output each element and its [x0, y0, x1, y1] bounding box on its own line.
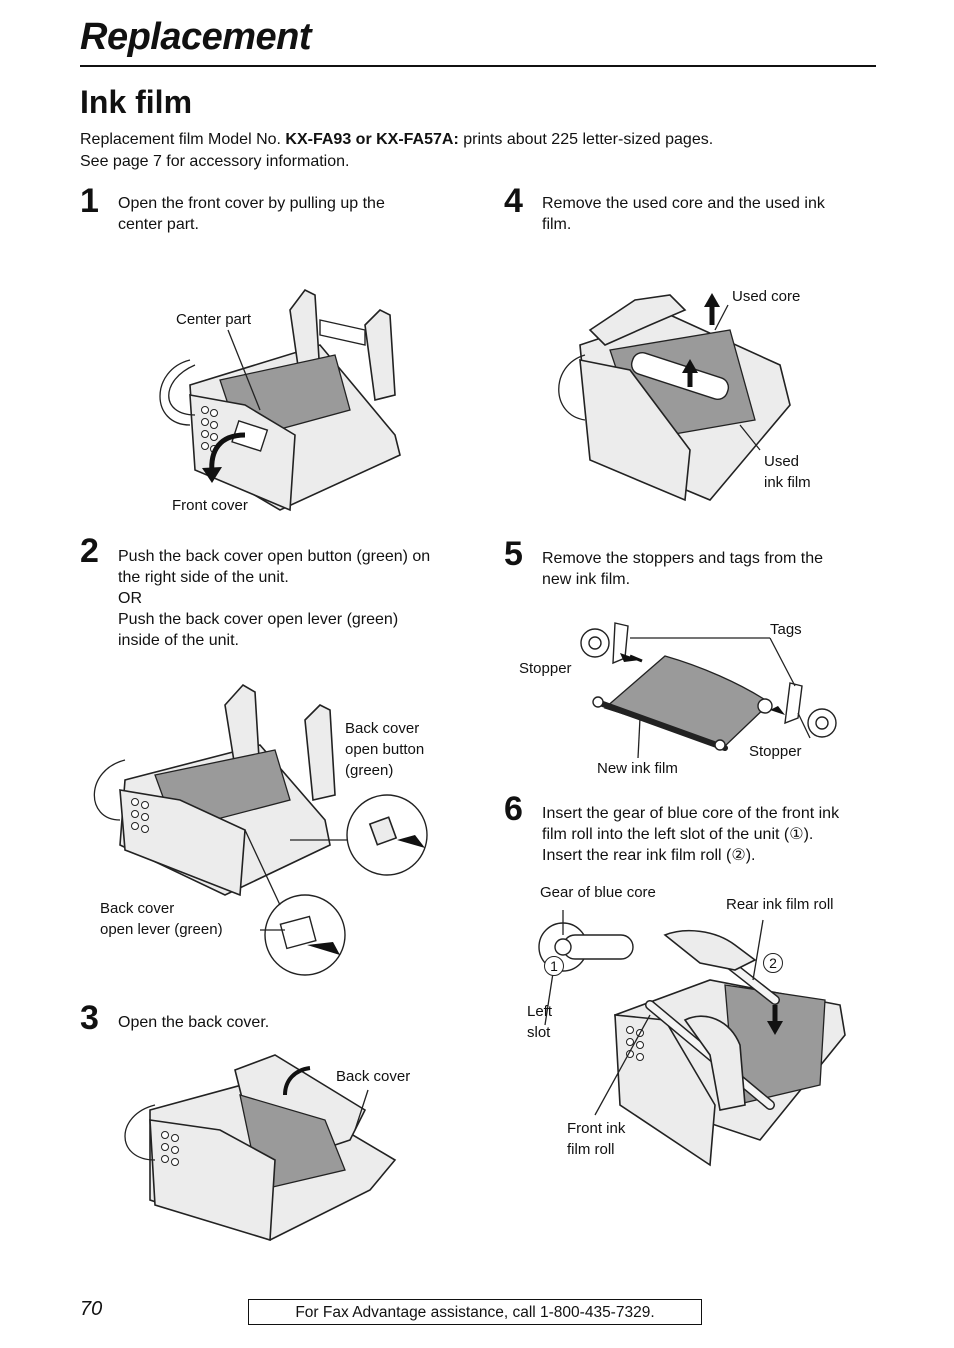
label-line: Back cover	[345, 720, 420, 737]
step-6-line: Insert the rear ink film roll (②).	[542, 847, 756, 864]
title-rule	[80, 65, 876, 67]
label-front-ink-film-roll: Front ink film roll	[567, 1118, 625, 1160]
label-line: ink film	[764, 474, 811, 491]
label-line: (green)	[345, 762, 394, 779]
step-5-number: 5	[504, 535, 523, 573]
step-3-number: 3	[80, 999, 99, 1037]
label-stopper-left: Stopper	[519, 660, 572, 677]
step-2-line: Push the back cover open lever (green)	[118, 611, 399, 628]
intro-line-2: See page 7 for accessory information.	[80, 153, 350, 170]
label-line: Used	[764, 453, 800, 470]
step-4-text: Remove the used core and the used ink fi…	[542, 193, 825, 235]
label-used-core: Used core	[732, 288, 801, 305]
intro-text: Replacement film Model No. KX-FA93 or KX…	[80, 129, 713, 173]
step-6-number: 6	[504, 790, 523, 828]
page-title: Replacement	[80, 16, 312, 58]
step-3-text: Open the back cover.	[118, 1012, 269, 1033]
fax-open-back-cover-illustration	[124, 1054, 397, 1242]
label-stopper-right: Stopper	[749, 743, 802, 760]
section-title: Ink film	[80, 84, 193, 120]
step-4-line: film.	[542, 216, 572, 233]
intro-suffix: prints about 225 letter-sized pages.	[458, 131, 714, 148]
footer-assistance: For Fax Advantage assistance, call 1-800…	[248, 1299, 702, 1325]
fax-back-cover-button-illustration	[93, 683, 428, 976]
step-2-text: Push the back cover open button (green) …	[118, 546, 430, 651]
step-1-line: Open the front cover by pulling up the	[118, 195, 385, 212]
step-5-text: Remove the stoppers and tags from the ne…	[542, 548, 823, 590]
label-line: open button	[345, 741, 425, 758]
step-1-number: 1	[80, 182, 99, 220]
step-4-line: Remove the used core and the used ink	[542, 195, 825, 212]
step-6-text: Insert the gear of blue core of the fron…	[542, 803, 839, 866]
new-ink-film-illustration	[580, 622, 837, 759]
marker-1: 1	[544, 956, 564, 976]
label-new-ink-film: New ink film	[597, 760, 678, 777]
label-used-ink-film: Used ink film	[764, 451, 811, 493]
step-3-line: Open the back cover.	[118, 1014, 270, 1031]
step-2-number: 2	[80, 532, 99, 570]
step-2-line: the right side of the unit.	[118, 569, 289, 586]
step-2-line: OR	[118, 590, 142, 607]
intro-model: KX-FA93 or KX-FA57A:	[285, 131, 459, 148]
label-line: open lever (green)	[100, 921, 223, 938]
label-line: slot	[527, 1024, 551, 1041]
label-line: Front ink	[567, 1120, 626, 1137]
label-back-cover-open-button: Back cover open button (green)	[345, 718, 424, 781]
label-back-cover: Back cover	[336, 1068, 411, 1085]
step-4-number: 4	[504, 182, 523, 220]
label-line: Back cover	[100, 900, 175, 917]
label-rear-ink-film-roll: Rear ink film roll	[726, 896, 834, 913]
step-5-line: new ink film.	[542, 571, 631, 588]
page-number: 70	[80, 1298, 103, 1320]
step-5-line: Remove the stoppers and tags from the	[542, 550, 824, 567]
fax-front-cover-illustration	[159, 288, 401, 512]
step-6-line: Insert the gear of blue core of the fron…	[542, 805, 840, 822]
step-2-line: inside of the unit.	[118, 632, 239, 649]
fax-used-core-illustration	[558, 293, 791, 502]
label-tags: Tags	[770, 621, 802, 638]
label-line: film roll	[567, 1141, 615, 1158]
step-1-text: Open the front cover by pulling up the c…	[118, 193, 385, 235]
label-gear-of-blue-core: Gear of blue core	[540, 884, 656, 901]
step-2-line: Push the back cover open button (green) …	[118, 548, 431, 565]
label-line: Left	[527, 1003, 553, 1020]
label-back-cover-open-lever: Back cover open lever (green)	[100, 898, 223, 940]
marker-2: 2	[763, 953, 783, 973]
step-1-line: center part.	[118, 216, 199, 233]
step-6-line: film roll into the left slot of the unit…	[542, 826, 814, 843]
label-left-slot: Left slot	[527, 1001, 552, 1043]
label-front-cover: Front cover	[172, 497, 248, 514]
intro-prefix: Replacement film Model No.	[80, 131, 286, 148]
label-center-part: Center part	[176, 311, 252, 328]
